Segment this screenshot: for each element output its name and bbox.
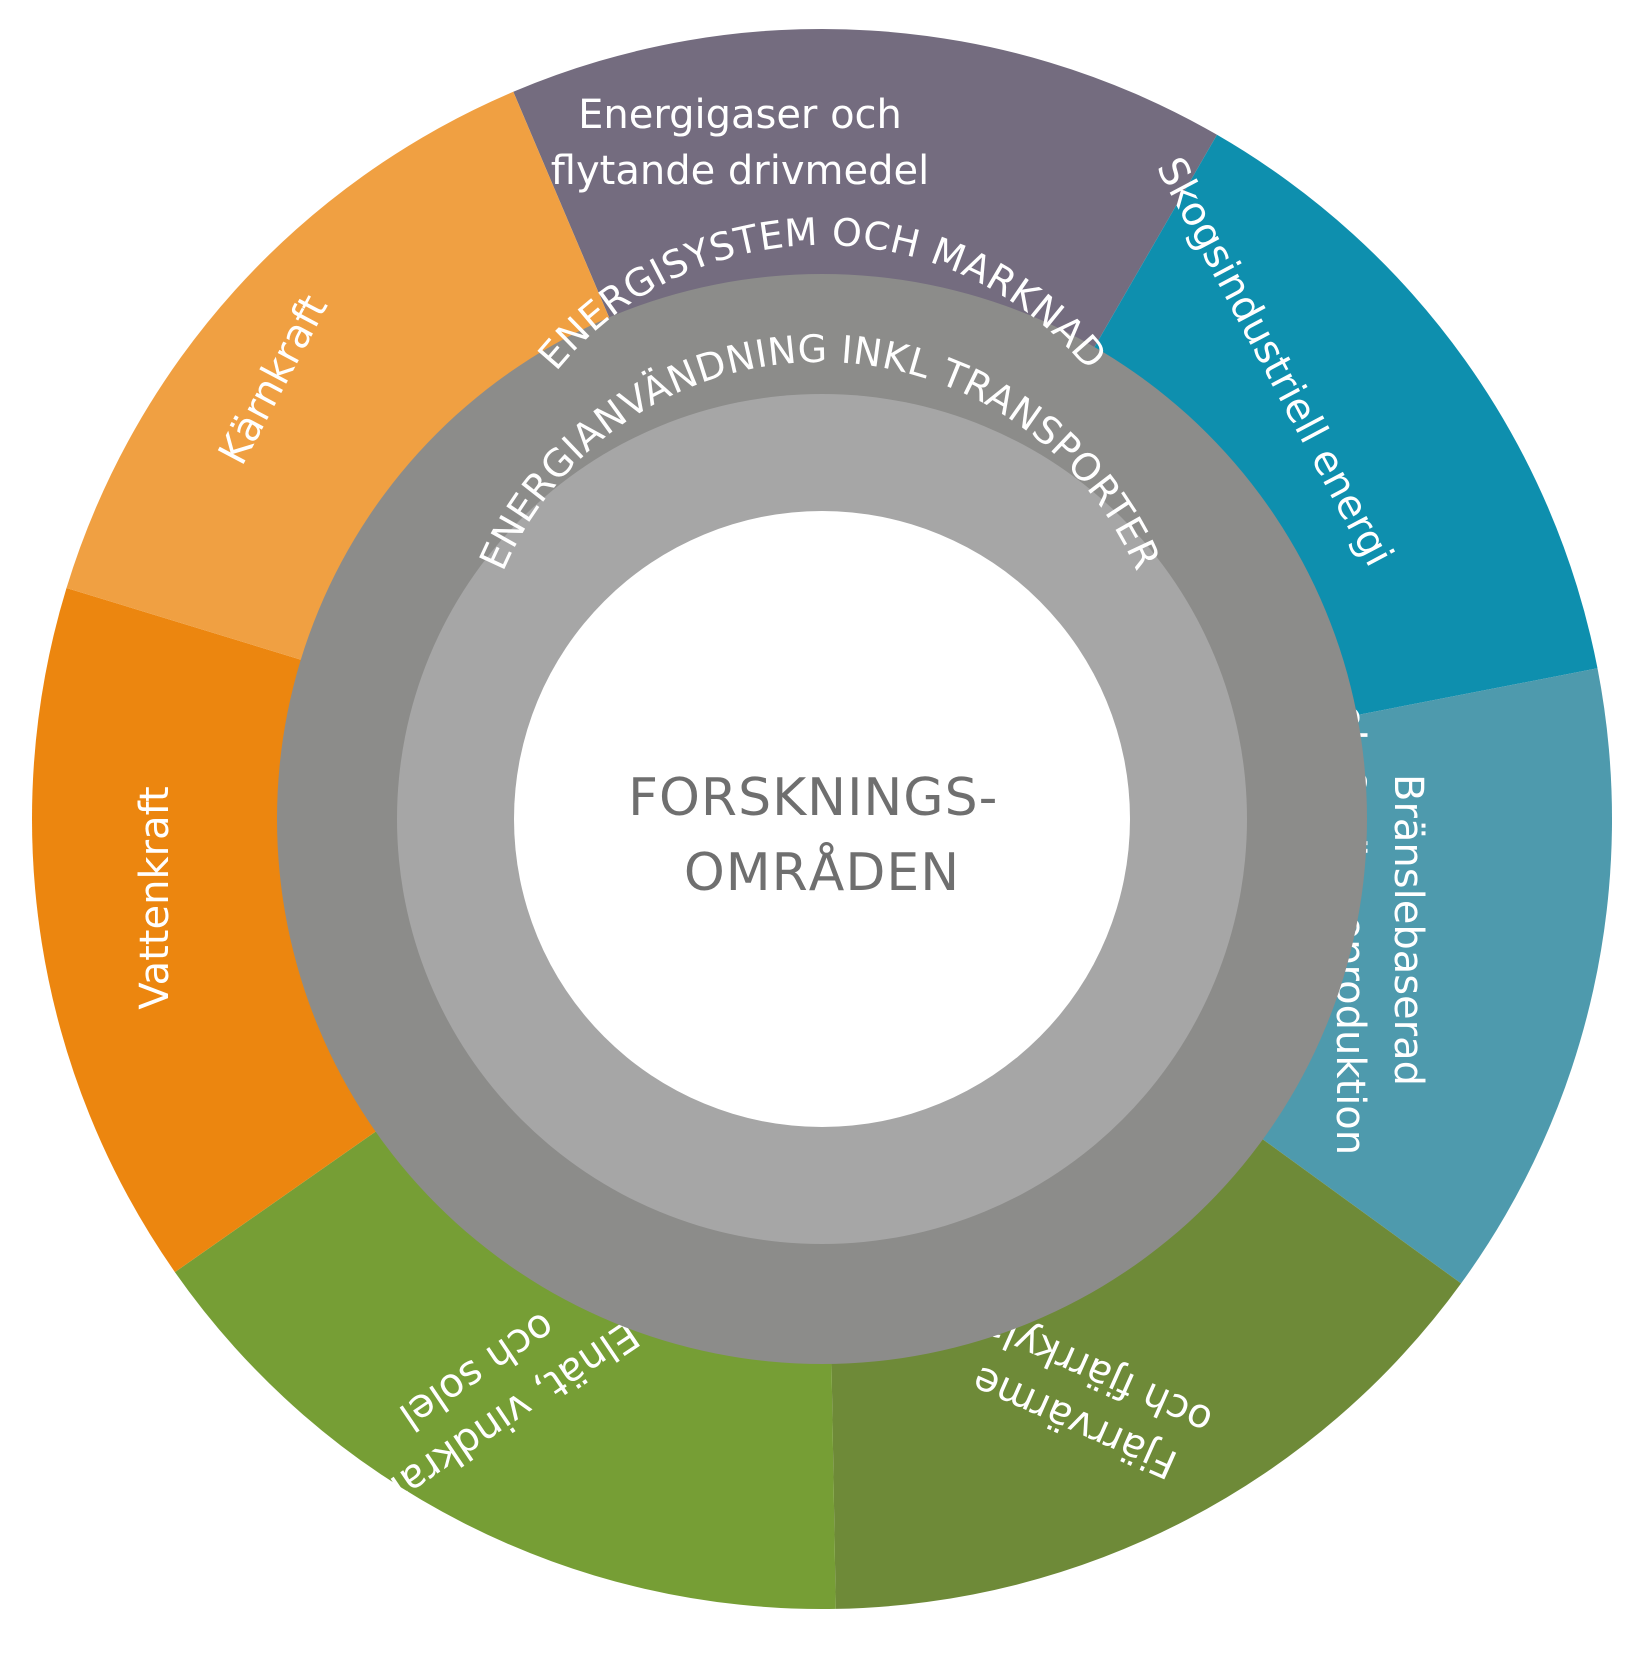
- label-bransle-line-1: Bränslebaserad: [1385, 774, 1431, 1086]
- center-title-line-2: OMRÅDEN: [684, 841, 960, 903]
- center-circle: [514, 511, 1130, 1127]
- label-vattenkraft: Vattenkraft: [132, 786, 178, 1009]
- label-energigaser-line-1: Energigaser och: [578, 92, 902, 138]
- label-energigaser: Energigaser och flytande drivmedel: [551, 92, 929, 194]
- label-vattenkraft-line-1: Vattenkraft: [132, 786, 178, 1009]
- center-title-line-1: FORSKNINGS-: [628, 768, 998, 828]
- center-title: FORSKNINGS- OMRÅDEN: [628, 768, 1016, 903]
- label-energigaser-line-2: flytande drivmedel: [551, 148, 929, 194]
